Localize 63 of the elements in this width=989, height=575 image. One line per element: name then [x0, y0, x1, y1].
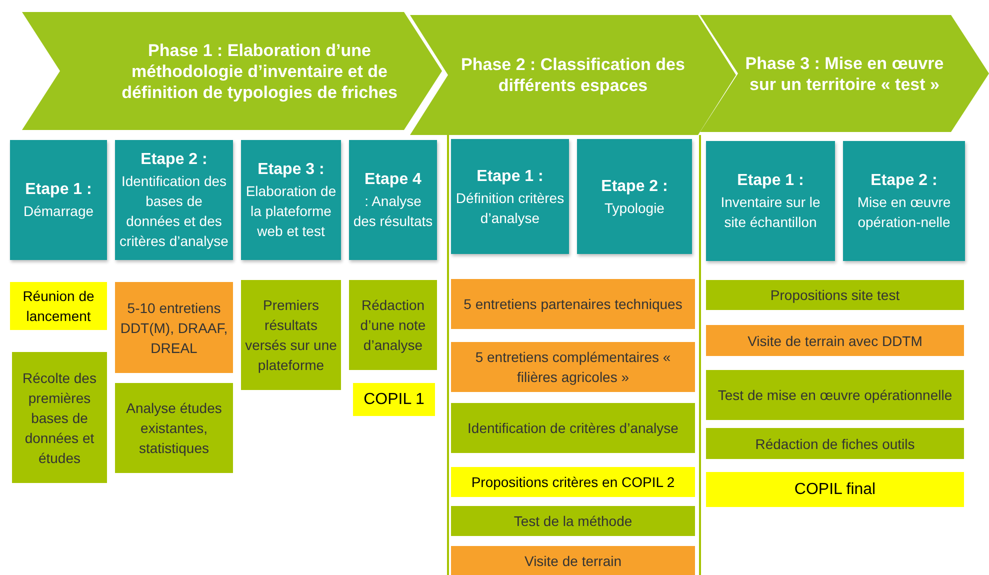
step-heading: Etape 1 :	[737, 171, 804, 191]
step-card	[577, 139, 692, 254]
step-heading: Etape 4	[364, 170, 422, 190]
task-card	[241, 280, 341, 390]
task-text: 5 entretiens complémentaires « filières agricoles »	[474, 348, 672, 387]
task-card	[451, 403, 695, 453]
task-text: Visite de terrain avec DDTM	[748, 332, 922, 350]
step-description: Typologie	[604, 198, 664, 218]
task-card	[10, 282, 107, 330]
task-card	[115, 282, 233, 373]
task-text: Rédaction de fiches outils	[755, 434, 915, 454]
step-heading: Etape 2 :	[601, 176, 668, 196]
task-text: Visite de terrain	[524, 552, 622, 570]
phase-title: Phase 1 : Elaboration d’une méthodologie d’inventaire et de définition de typologies de friches	[120, 40, 398, 102]
task-card	[451, 467, 695, 497]
task-text: Réunion de lancement	[22, 287, 96, 326]
step-description: : Analyse des résultats	[352, 192, 434, 231]
task-card	[706, 370, 964, 420]
task-text: Récolte des premières bases de données et études	[22, 368, 98, 468]
step-card	[349, 140, 437, 260]
task-card	[451, 342, 695, 392]
phase-title: Phase 3 : Mise en œuvre sur un territoire « test »	[744, 52, 945, 94]
step-description: Inventaire sur le site échantillon	[720, 193, 822, 232]
step-card	[10, 140, 107, 260]
step-card	[241, 140, 341, 260]
task-text: COPIL 1	[364, 390, 424, 410]
task-card	[706, 428, 964, 459]
step-description: Identification des bases de données et des critères d’analyse	[118, 172, 230, 251]
task-text: Test de mise en œuvre opérationnelle	[718, 386, 952, 405]
step-heading: Etape 2 :	[870, 171, 938, 191]
task-text: Propositions critères en COPIL 2	[471, 473, 675, 492]
step-description: Définition critères d’analyse	[454, 188, 566, 228]
phase-title: Phase 2 : Classification des différents espaces	[460, 54, 686, 96]
step-heading: Etape 2 :	[140, 150, 208, 170]
task-text: Identification de critères d’analyse	[468, 419, 678, 438]
step-card	[451, 139, 569, 254]
task-card	[706, 280, 964, 310]
task-text: 5 entretiens partenaires techniques	[464, 295, 682, 314]
step-card	[115, 140, 233, 260]
task-text: Rédaction d’une note d’analyse	[359, 296, 427, 355]
task-card	[115, 383, 233, 473]
task-text: 5-10 entretiens DDT(M), DRAAF, DREAL	[119, 298, 229, 358]
task-text: Test de la méthode	[514, 512, 632, 531]
task-text: COPIL final	[794, 480, 876, 500]
step-card	[706, 141, 835, 261]
step-description: Démarrage	[23, 202, 94, 221]
step-card	[843, 141, 965, 261]
task-text: Premiers résultats versés sur une plateforme	[245, 296, 337, 375]
task-text: Analyse études existantes, statistiques	[125, 399, 223, 458]
step-description: Mise en œuvre opération-nelle	[856, 193, 952, 232]
task-text: Propositions site test	[770, 286, 900, 305]
task-card	[12, 352, 107, 483]
step-heading: Etape 1 :	[25, 180, 92, 200]
task-card	[451, 546, 695, 575]
task-card	[451, 279, 695, 329]
task-card	[706, 325, 964, 356]
step-heading: Etape 1 :	[476, 166, 544, 186]
task-card	[706, 472, 964, 507]
step-heading: Etape 3 :	[258, 160, 324, 180]
task-card	[349, 280, 437, 370]
task-card	[353, 383, 435, 416]
step-description: Elaboration de la plateforme web et test	[244, 182, 338, 241]
task-card	[451, 506, 695, 536]
